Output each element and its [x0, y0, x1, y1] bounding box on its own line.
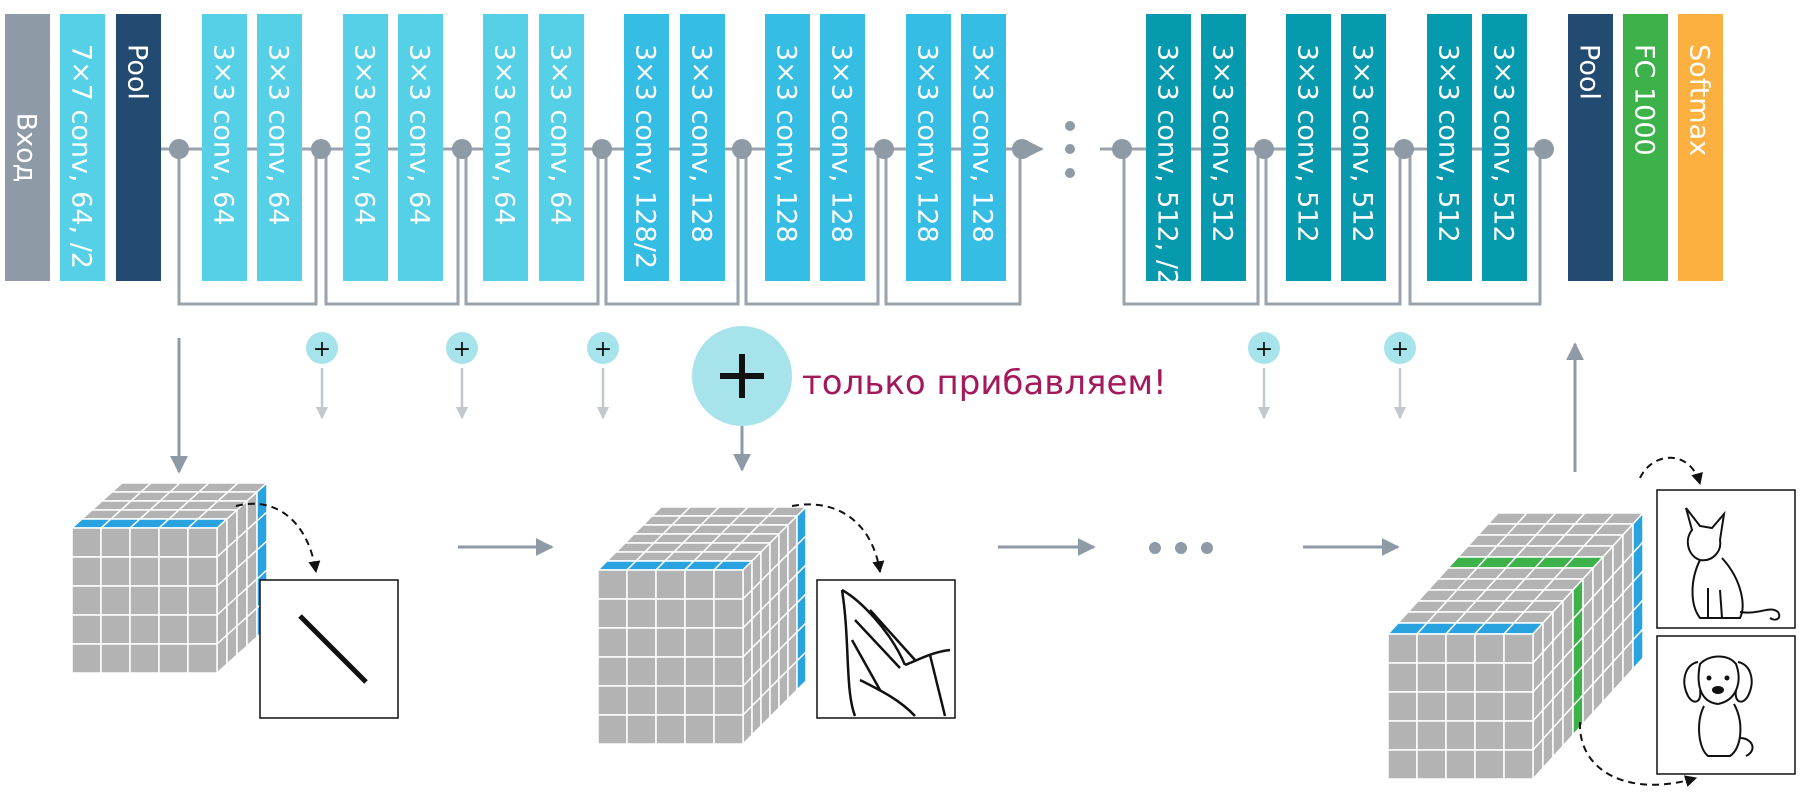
svg-text:+: +	[1255, 337, 1273, 362]
layer-label: 3×3 conv, 128	[912, 44, 943, 243]
layer-block: 3×3 conv, 64	[202, 14, 247, 281]
feature-image-edge	[259, 579, 399, 719]
layer-block: Softmax	[1678, 14, 1723, 281]
feature-cube-late	[1386, 511, 1645, 781]
layer-label: FC 1000	[1629, 44, 1660, 156]
skip-connections	[177, 149, 1542, 306]
layer-block: 3×3 conv, 64	[257, 14, 302, 281]
layer-label: 3×3 conv, 128/2	[630, 44, 661, 269]
layer-label: Pool	[122, 44, 153, 100]
layer-label: 3×3 conv, 512	[1347, 44, 1378, 243]
layer-block: 3×3 conv, 512, /2	[1146, 14, 1191, 286]
layer-block: 7×7 conv, 64, /2	[60, 14, 105, 281]
callout-text: только прибавляем!	[802, 363, 1167, 403]
plus-marker: +	[1384, 332, 1416, 420]
plus-marker: +	[1248, 332, 1280, 420]
layer-block: 3×3 conv, 128	[765, 14, 810, 281]
layer-label: 3×3 conv, 64	[545, 44, 576, 226]
layer-label: 3×3 conv, 128	[686, 44, 717, 243]
layer-block: 3×3 conv, 64	[343, 14, 388, 281]
layer-label: Pool	[1574, 44, 1605, 100]
feature-cube-middle	[596, 505, 808, 746]
layer-label: 3×3 conv, 64	[489, 44, 520, 226]
layer-label: 3×3 conv, 512	[1207, 44, 1238, 243]
layer-label: 3×3 conv, 64	[404, 44, 435, 226]
layer-block: 3×3 conv, 128	[961, 14, 1006, 281]
svg-text:+: +	[453, 337, 471, 362]
feature-image-dog	[1656, 635, 1796, 775]
layer-block: 3×3 conv, 128	[820, 14, 865, 281]
layer-label: Softmax	[1684, 44, 1715, 156]
feature-image-cat	[1656, 489, 1796, 629]
layer-stack: Вход 7×7 conv, 64, /2 Pool 3×3 conv, 64 3×3 …	[5, 14, 1723, 286]
svg-text:+: +	[1391, 337, 1409, 362]
layer-label: Вход	[11, 113, 42, 183]
layer-label: 3×3 conv, 512	[1292, 44, 1323, 243]
plus-markers: + + + + +	[306, 332, 1416, 420]
layer-block: 3×3 conv, 512	[1341, 14, 1386, 281]
layer-block: 3×3 conv, 512	[1201, 14, 1246, 281]
layer-block: 3×3 conv, 512	[1482, 14, 1527, 281]
layer-block: 3×3 conv, 64	[483, 14, 528, 281]
feature-cube-early	[70, 481, 269, 675]
svg-text:+: +	[594, 337, 612, 362]
layer-label: 3×3 conv, 64	[263, 44, 294, 226]
plus-marker: +	[587, 332, 619, 420]
plus-marker: +	[306, 332, 338, 420]
layer-label: 3×3 conv, 128	[771, 44, 802, 243]
layer-block: 3×3 conv, 512	[1427, 14, 1472, 281]
layer-block: Pool	[116, 14, 161, 281]
junction-nodes	[169, 139, 1554, 159]
layer-block: 3×3 conv, 64	[398, 14, 443, 281]
layer-label: 3×3 conv, 128	[967, 44, 998, 243]
big-plus-icon	[720, 354, 764, 398]
layer-label: 3×3 conv, 512	[1433, 44, 1464, 243]
layer-block: 3×3 conv, 128/2	[624, 14, 669, 281]
layer-block: 3×3 conv, 64	[539, 14, 584, 281]
svg-text:+: +	[313, 337, 331, 362]
dashed-arrow-to-cat	[1639, 456, 1703, 486]
layer-label: 3×3 conv, 64	[208, 44, 239, 226]
big-plus-callout: только прибавляем!	[692, 326, 1167, 472]
dashed-arrow-to-edge	[235, 502, 321, 574]
dashed-arrow-to-ear	[791, 503, 885, 574]
layer-block: 3×3 conv, 128	[906, 14, 951, 281]
layer-block: Вход	[5, 14, 50, 281]
plus-marker: +	[446, 332, 478, 420]
layer-label: 3×3 conv, 512	[1488, 44, 1519, 243]
layer-block: Pool	[1568, 14, 1613, 281]
dashed-arrow-to-dog	[1578, 721, 1698, 787]
layer-block: 3×3 conv, 128	[680, 14, 725, 281]
layer-block: 3×3 conv, 512	[1286, 14, 1331, 281]
layer-block: FC 1000	[1623, 14, 1668, 281]
ellipsis-dots-horizontal	[1149, 542, 1213, 554]
feature-image-ear	[816, 579, 956, 719]
ellipsis-dots-vertical	[1065, 121, 1075, 178]
layer-label: 3×3 conv, 64	[349, 44, 380, 226]
layer-label: 3×3 conv, 512, /2	[1152, 44, 1183, 286]
layer-label: 3×3 conv, 128	[826, 44, 857, 243]
layer-label: 7×7 conv, 64, /2	[66, 44, 97, 269]
